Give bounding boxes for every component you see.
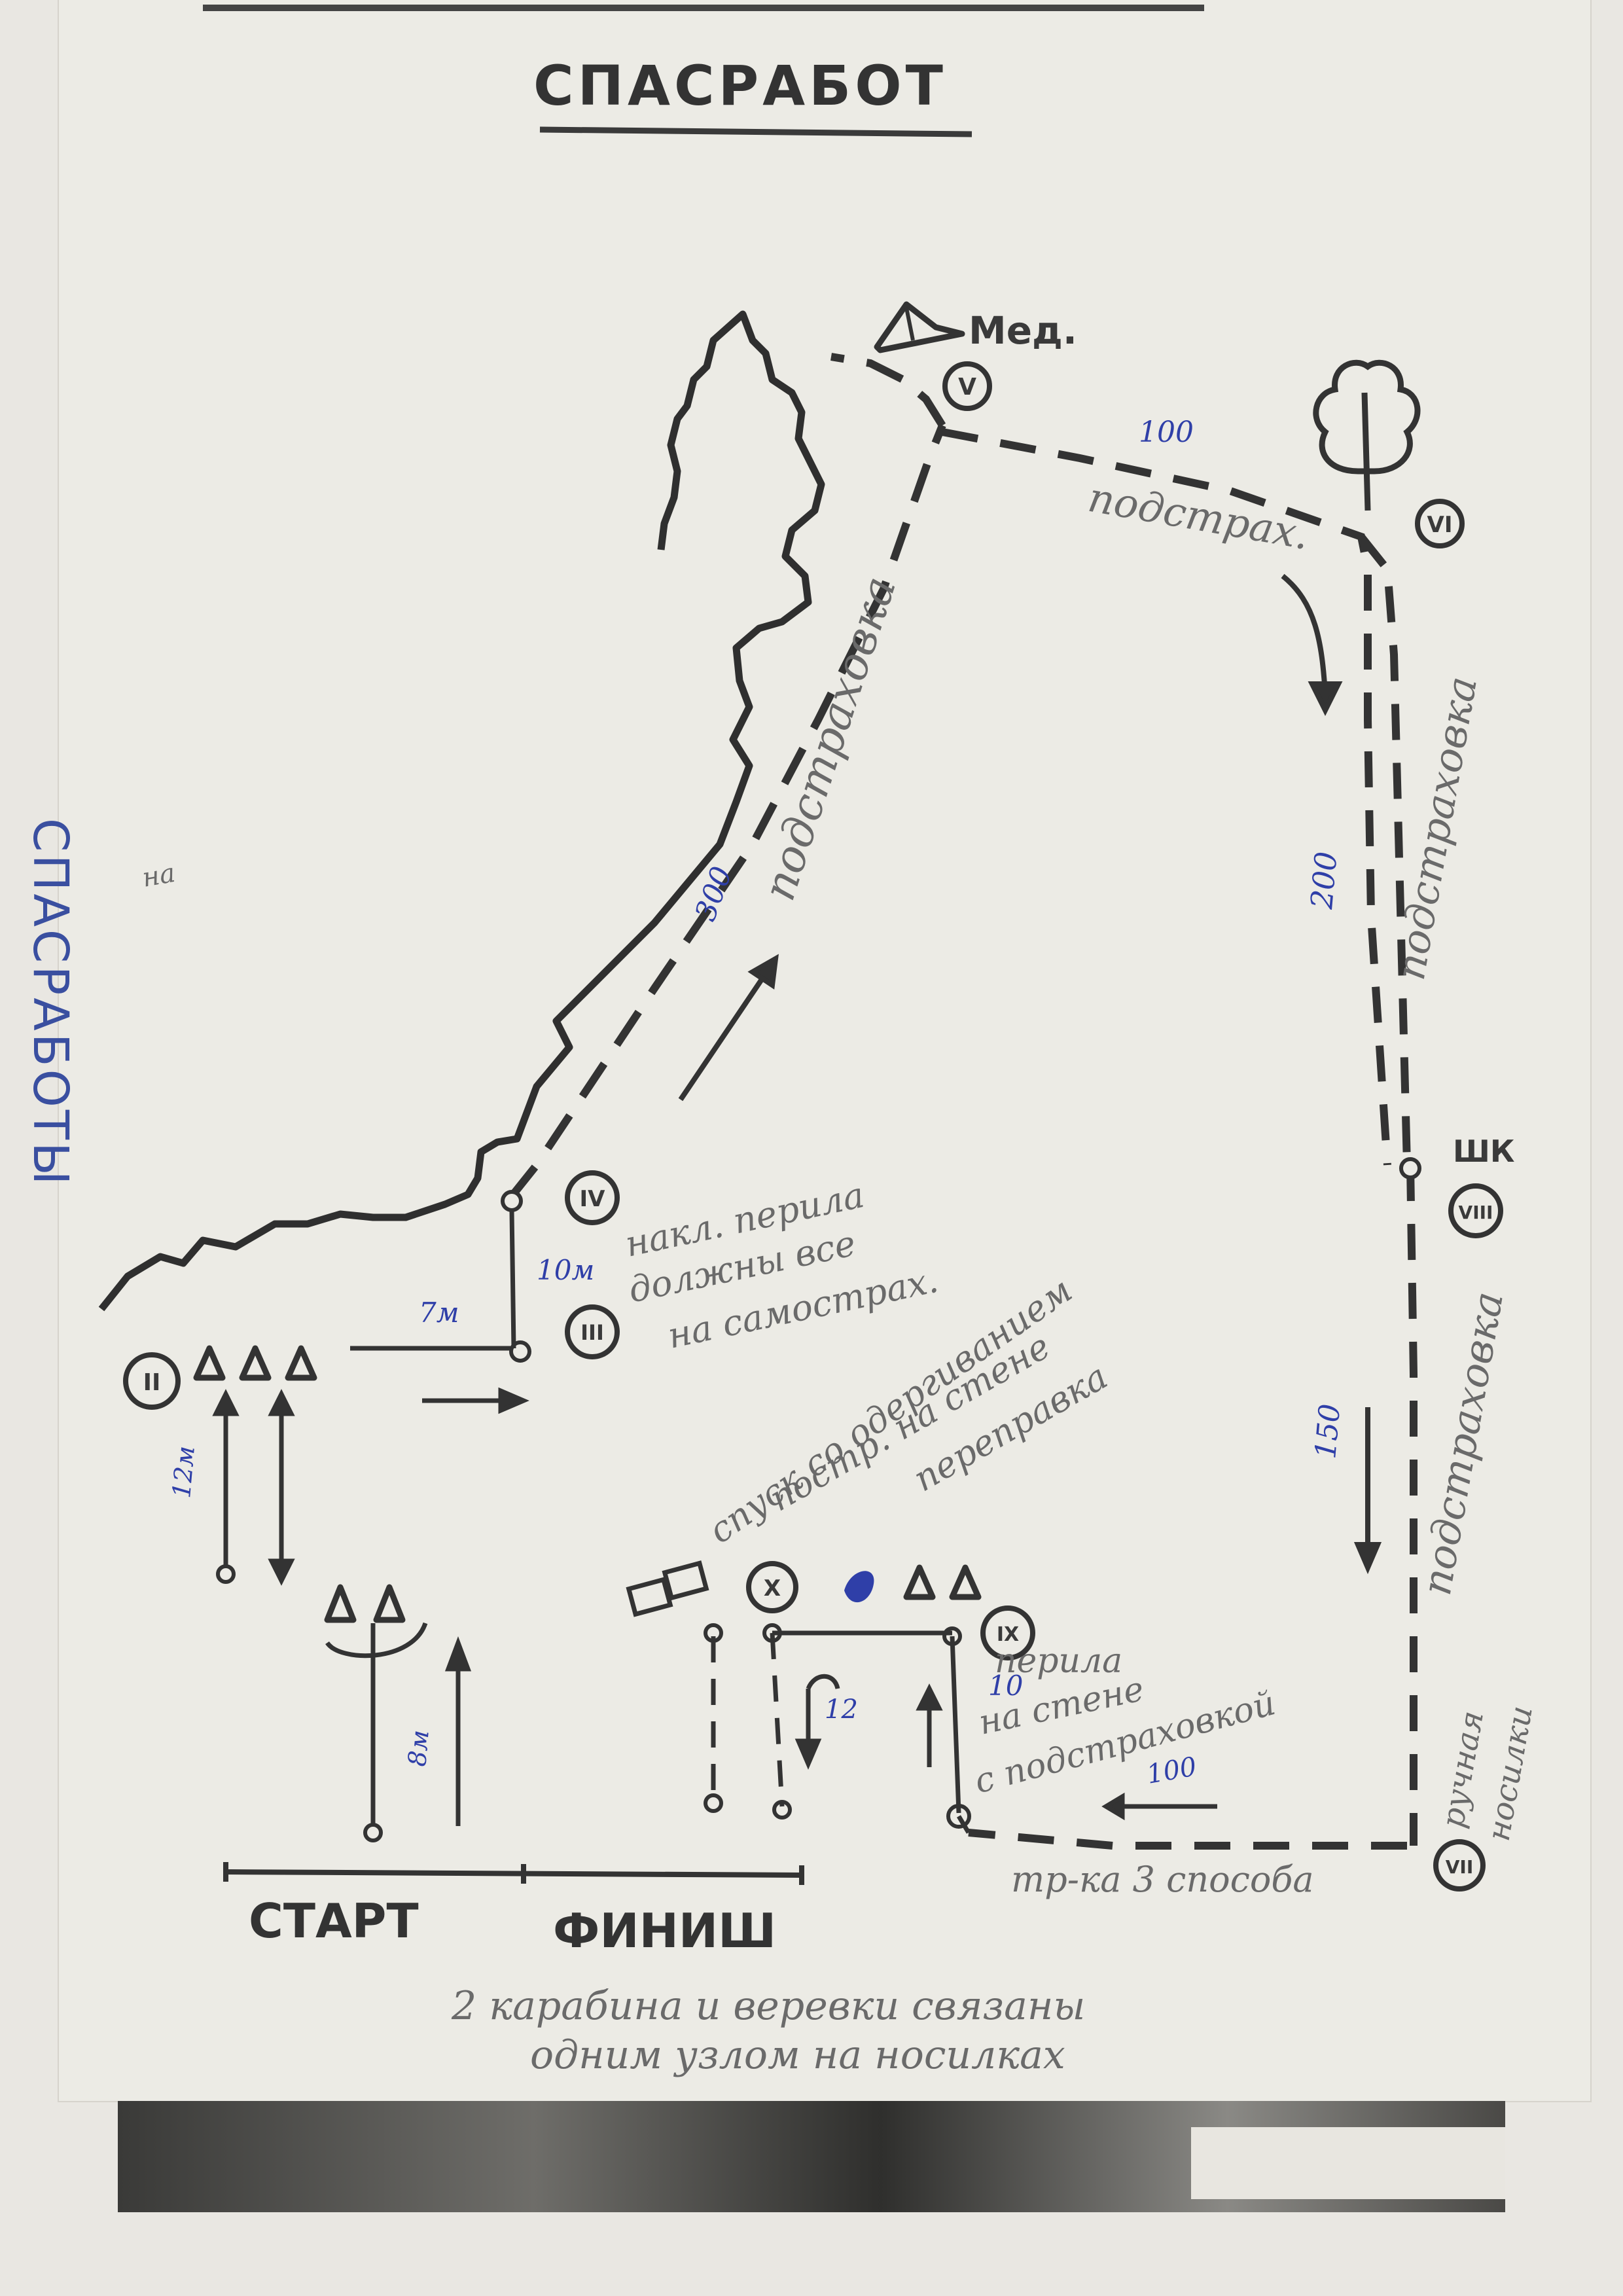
shk-label: ШК	[1453, 1134, 1514, 1169]
svg-text:II: II	[143, 1369, 161, 1396]
note-bottom: 2 карабина и веревки связаны одним узлом…	[451, 1983, 1085, 2078]
note-perila-iv: накл. перила должны все на самострах.	[622, 1174, 942, 1357]
route-right	[941, 428, 1418, 1850]
note-perila-ix: перила на стене с подстраховкой	[971, 1641, 1279, 1802]
station-v: V	[942, 361, 992, 411]
svg-text:VII: VII	[1446, 1856, 1474, 1878]
cliff-line	[98, 310, 825, 1312]
medical-tent-icon	[874, 301, 965, 353]
station-vii: VII	[1433, 1839, 1486, 1892]
start-finish-line	[223, 1862, 804, 1885]
distance-100-bottom: 100	[1145, 1751, 1199, 1790]
distance-10: 10	[988, 1670, 1023, 1702]
diagram-sheet	[59, 0, 1590, 2101]
finish-label: ФИНИШ	[553, 1903, 776, 1958]
station-viii: VIII	[1448, 1183, 1503, 1238]
station-iv: IV	[565, 1170, 620, 1225]
note-podstrakhovka-right-2: подстраховка	[1412, 1288, 1512, 1599]
blue-mark-icon	[844, 1571, 874, 1603]
svg-text:VI: VI	[1427, 512, 1453, 538]
svg-text:перила: перила	[995, 1641, 1122, 1681]
note-tr: тр-ка 3 способа	[1011, 1859, 1314, 1900]
station-iii: III	[565, 1304, 620, 1359]
ii-ropes	[212, 1210, 529, 1586]
start-label: СТАРТ	[249, 1893, 419, 1948]
team-markers-finish	[903, 1564, 982, 1600]
station-x: X	[746, 1561, 798, 1613]
svg-text:ручная: ручная	[1435, 1708, 1491, 1831]
tree-icon	[1313, 359, 1421, 511]
svg-text:X: X	[764, 1575, 781, 1602]
title-underline	[539, 126, 972, 137]
svg-text:IX: IX	[997, 1623, 1019, 1646]
svg-text:VIII: VIII	[1459, 1202, 1493, 1223]
svg-text:V: V	[958, 374, 976, 401]
station-ii: II	[123, 1352, 181, 1410]
distance-7m: 7м	[419, 1297, 459, 1329]
side-label: СПАСРАБОТЫ	[22, 818, 79, 1188]
med-label: Мед.	[969, 308, 1077, 353]
distance-8m: 8м	[402, 1729, 435, 1767]
svg-text:III: III	[580, 1320, 604, 1345]
station-ix: IX	[980, 1605, 1035, 1660]
distance-12: 12	[825, 1695, 858, 1725]
station-vi: VI	[1415, 499, 1465, 548]
photo-strip-light	[1191, 2127, 1505, 2199]
finish-ropes	[711, 1630, 1217, 1834]
team-markers-ii	[193, 1345, 317, 1381]
distance-150: 150	[1309, 1403, 1347, 1460]
svg-text:IV: IV	[580, 1186, 606, 1212]
stretcher-icon	[626, 1560, 709, 1617]
start-ropes	[325, 1622, 472, 1826]
route-arrows	[678, 573, 1382, 1575]
note-na: на	[140, 858, 177, 893]
distance-12m: 12м	[167, 1444, 200, 1499]
distance-10m: 10м	[537, 1254, 594, 1286]
note-ruchnaya: ручная носилки	[1435, 1703, 1540, 1844]
svg-text:2 карабина и веревки связаны: 2 карабина и веревки связаны	[451, 1983, 1085, 2029]
distance-100-top: 100	[1139, 416, 1194, 449]
team-markers-start	[324, 1584, 406, 1623]
svg-text:одним узлом на носилках: одним узлом на носилках	[530, 2032, 1065, 2078]
route-left	[507, 353, 946, 1200]
page-title: СПАСРАБОТ	[533, 54, 947, 118]
distance-200: 200	[1304, 850, 1344, 911]
